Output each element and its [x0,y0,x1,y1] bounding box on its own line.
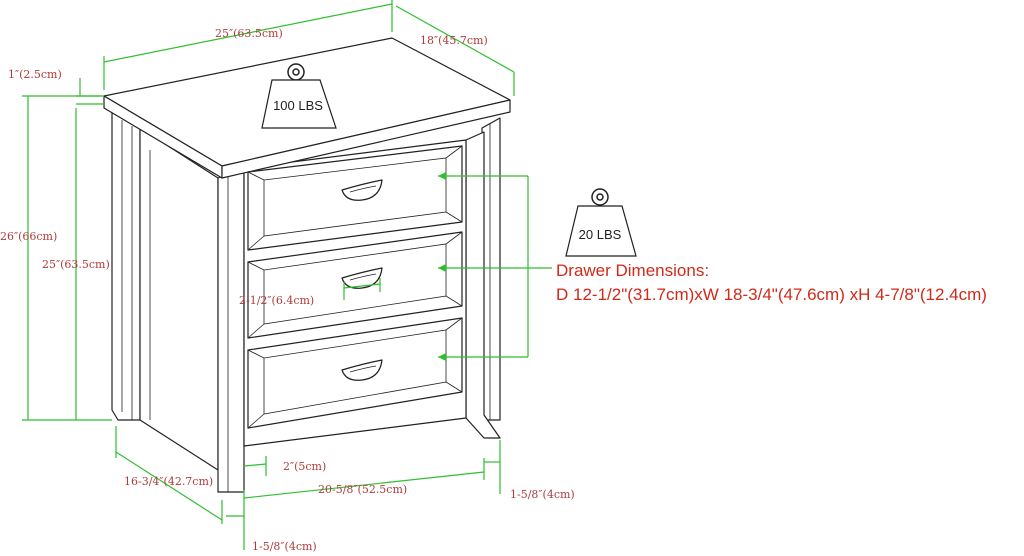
dim-top-thickness: 1″(2.5cm) [8,68,62,81]
side-panel-face [139,127,219,471]
dim-width-top: 25″(63.5cm) [215,27,283,40]
dim-body-height: 25″(63.5cm) [42,258,110,271]
nightstand-illustration [103,37,511,493]
right-back-leg [481,117,501,421]
drawer-dimensions-detail: D 12-1/2"(31.7cm)xW 18-3/4"(47.6cm) xH 4… [556,285,987,304]
dim-inner-width: 20-5/8″(52.5cm) [318,483,407,496]
drawer-2-handle [341,267,383,289]
front-left-leg [217,167,245,493]
drawer-1-handle [341,179,383,201]
dim-leg-clearance: 2″(5cm) [283,460,326,473]
dim-handle-spacing: 2-1/2″(6.4cm) [239,294,314,307]
drawer-weight-label: 20 LBS [579,227,622,242]
tabletop-edge-front [221,99,511,179]
dim-overall-height: 26″(66cm) [0,230,57,243]
top-weight-label: 100 LBS [273,98,323,113]
left-side-panel [111,111,141,421]
dim-side-depth: 16-3/4″(42.7cm) [124,475,213,488]
dim-leg-right: 1-5/8″(4cm) [510,488,575,501]
dim-leg-left: 1-5/8″(4cm) [252,540,317,553]
dim-depth-top: 18″(45.7cm) [420,34,488,47]
drawer-callout-lines [438,172,552,361]
drawer-3-handle [341,359,383,381]
top-weight-icon: 100 LBS [261,63,337,129]
drawer-weight-icon: 20 LBS [565,188,637,257]
drawer-dimensions-title: Drawer Dimensions: [556,261,709,280]
dimension-lines [22,0,515,550]
